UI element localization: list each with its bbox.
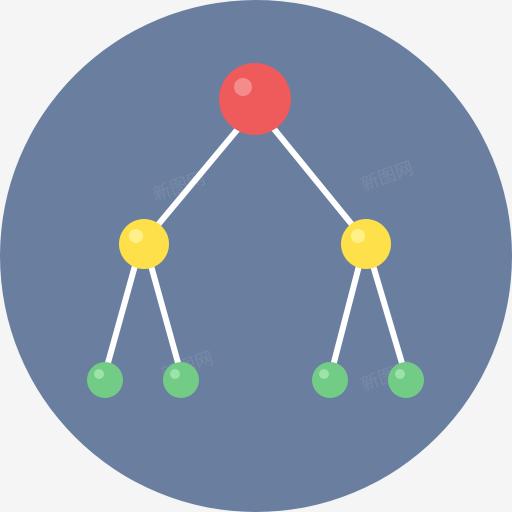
edge-right-leaf2 — [369, 259, 407, 373]
tree-edges — [103, 121, 407, 373]
edge-right-leaf1 — [329, 259, 363, 373]
edge-root-left — [149, 121, 245, 235]
mid-node-right — [341, 219, 391, 269]
edge-left-leaf2 — [147, 259, 183, 373]
leaf-node — [87, 362, 123, 398]
leaf-node — [163, 362, 199, 398]
leaf-node — [388, 362, 424, 398]
mid-node-left — [119, 219, 169, 269]
root-node — [219, 63, 291, 135]
edge-root-right — [267, 121, 361, 235]
edge-left-leaf1 — [103, 259, 139, 373]
leaf-node — [312, 362, 348, 398]
